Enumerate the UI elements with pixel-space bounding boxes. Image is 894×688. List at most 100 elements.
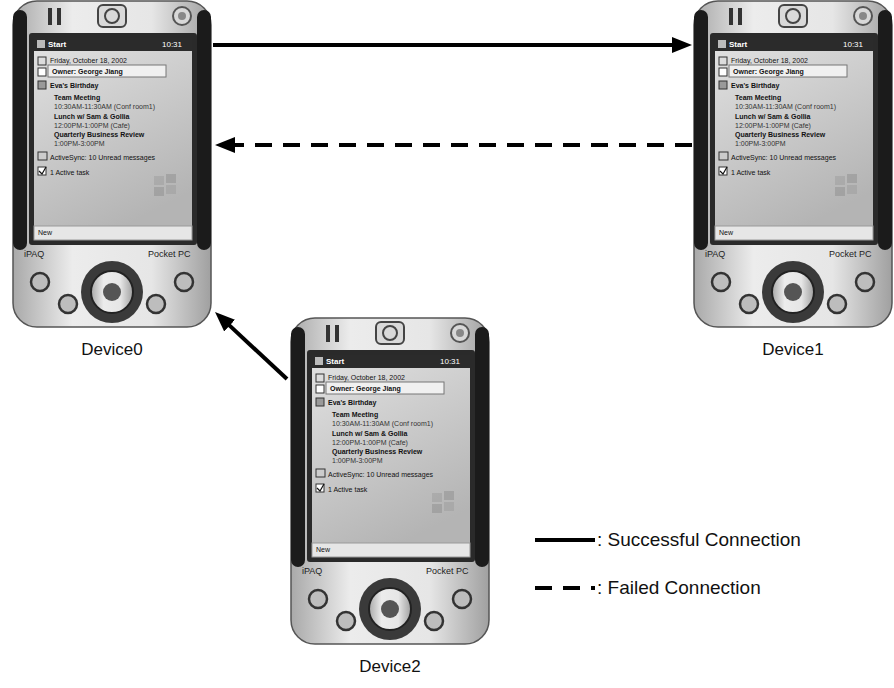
illustration-part <box>13 10 27 250</box>
pda-illustration <box>290 317 490 645</box>
illustration-part <box>376 322 404 344</box>
illustration-part <box>432 491 454 513</box>
illustration-part <box>719 167 727 175</box>
illustration-part <box>57 8 61 25</box>
illustration-part <box>197 10 211 250</box>
illustration-part <box>432 504 442 513</box>
illustration-part <box>715 226 873 240</box>
device-label: Device2 <box>270 657 510 677</box>
illustration-part <box>37 40 45 48</box>
screen-text: Team Meeting <box>54 94 100 101</box>
illustration-part <box>312 543 470 557</box>
illustration-part <box>359 578 421 640</box>
illustration-part <box>786 9 800 23</box>
illustration-part <box>854 7 872 25</box>
device-node: Device2 <box>290 317 490 645</box>
screen-text: 1 Active task <box>731 169 770 176</box>
screen-text: iPAQ <box>24 250 44 259</box>
screen-text: Start <box>729 41 747 49</box>
screen-text: Owner: George Jiang <box>52 68 123 75</box>
illustration-part <box>710 33 878 245</box>
illustration-part <box>738 8 742 25</box>
illustration-part <box>719 152 728 160</box>
failed-connection-arrow <box>231 143 692 147</box>
screen-text: 12:00PM-1:00PM (Cafe) <box>54 122 130 129</box>
screen-text: New <box>719 229 733 236</box>
legend-text: : Failed Connection <box>597 577 761 599</box>
illustration-part <box>444 491 454 500</box>
illustration-part <box>847 185 857 194</box>
illustration-part <box>720 167 727 174</box>
legend-sample <box>535 582 597 594</box>
illustration-part <box>103 283 121 301</box>
screen-text: 1:00PM-3:00PM <box>332 457 383 464</box>
illustration-part <box>38 167 46 175</box>
illustration-part <box>29 33 197 245</box>
screen-text: iPAQ <box>302 567 322 576</box>
illustration-part <box>369 588 411 630</box>
screen-text: Pocket PC <box>829 250 872 259</box>
illustration-part <box>326 325 330 342</box>
illustration-part <box>451 324 469 342</box>
illustration-part <box>316 385 324 393</box>
screen-text: 10:31 <box>843 41 863 49</box>
illustration-part <box>453 590 471 608</box>
screen-text: iPAQ <box>705 250 725 259</box>
illustration-part <box>34 38 192 240</box>
illustration-part <box>147 295 165 313</box>
illustration-part <box>312 355 470 557</box>
screen-text: 10:31 <box>440 358 460 366</box>
illustration-part <box>38 152 47 160</box>
screen-text: Owner: George Jiang <box>330 385 401 392</box>
illustration-part <box>154 187 164 196</box>
screen-text: 10:31 <box>162 41 182 49</box>
illustration-part <box>784 283 802 301</box>
illustration-part <box>456 329 464 337</box>
illustration-part <box>173 7 191 25</box>
screen-text: Owner: George Jiang <box>733 68 804 75</box>
illustration-part <box>694 1 892 327</box>
screen-text: 1:00PM-3:00PM <box>735 140 786 147</box>
illustration-part <box>835 176 845 185</box>
screen-text: Team Meeting <box>735 94 781 101</box>
illustration-part <box>835 174 857 196</box>
illustration-part <box>309 590 327 608</box>
illustration-part <box>847 174 857 183</box>
illustration-part <box>105 9 119 23</box>
screen-text: Lunch w/ Sam & Gollia <box>54 113 129 120</box>
illustration-part <box>712 273 730 291</box>
screen-text: ActiveSync: 10 Unread messages <box>50 154 155 161</box>
legend-row: : Failed Connection <box>535 577 761 599</box>
screen-text: Quarterly Business Review <box>735 131 825 138</box>
legend-line <box>535 586 595 590</box>
connection-arrow <box>227 323 287 379</box>
illustration-part <box>166 185 176 194</box>
screen-text: Start <box>48 41 66 49</box>
screen-text: Eva's Birthday <box>50 82 98 89</box>
illustration-part <box>326 382 444 394</box>
illustration-part <box>316 398 324 406</box>
illustration-part <box>34 38 192 51</box>
screen-text: Pocket PC <box>426 567 469 576</box>
illustration-part <box>425 612 443 630</box>
screen-text: 12:00PM-1:00PM (Cafe) <box>332 439 408 446</box>
pda-illustration <box>693 0 893 328</box>
illustration-part <box>13 1 211 327</box>
illustration-part <box>694 10 708 250</box>
device-node: Device0 <box>12 0 212 328</box>
illustration-part <box>762 261 824 323</box>
device-label: Device1 <box>673 340 894 360</box>
pda-illustration <box>12 0 212 328</box>
legend-text: : Successful Connection <box>597 529 801 551</box>
screen-text: Friday, October 18, 2002 <box>731 57 808 64</box>
illustration-part <box>719 68 727 76</box>
illustration-part <box>432 493 442 502</box>
illustration-part <box>48 8 52 25</box>
illustration-part <box>154 174 176 196</box>
illustration-part <box>835 187 845 196</box>
illustration-part <box>38 57 46 65</box>
illustration-part <box>828 295 846 313</box>
illustration-part <box>337 612 355 630</box>
illustration-part <box>307 350 475 562</box>
screen-text: ActiveSync: 10 Unread messages <box>328 471 433 478</box>
